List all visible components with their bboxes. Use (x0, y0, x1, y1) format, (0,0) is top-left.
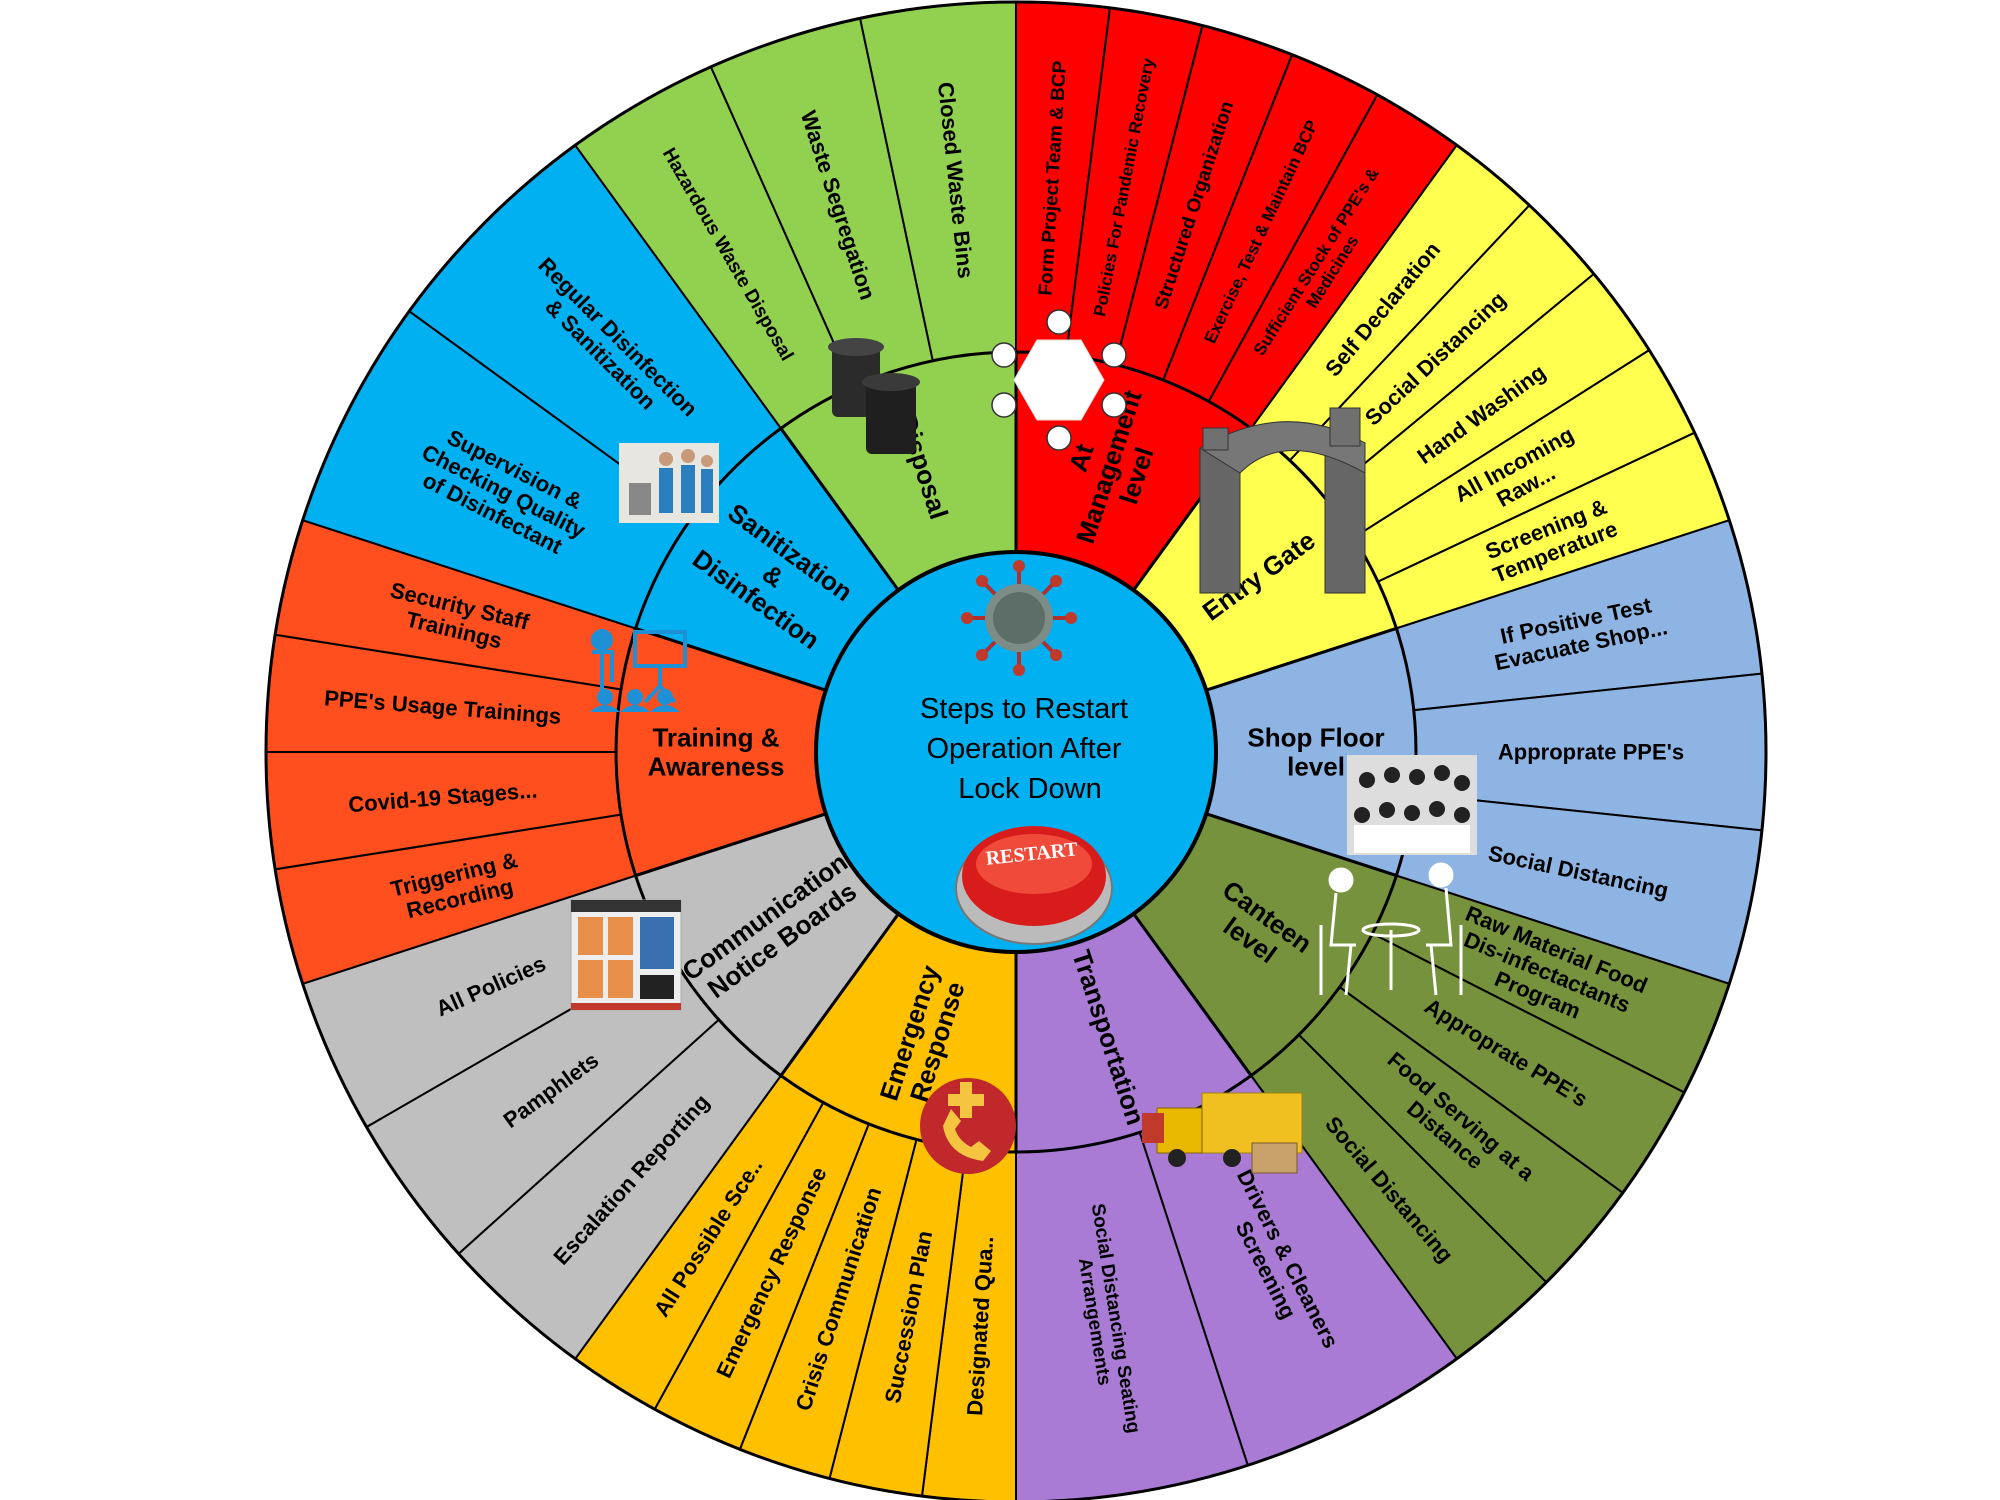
cleaners-icon (619, 443, 719, 523)
emergency-phone-icon[interactable] (920, 1078, 1016, 1174)
category-label-line: level (1287, 752, 1345, 782)
category-label: Training &Awareness (648, 723, 785, 782)
restart-button[interactable]: RESTART (955, 826, 1113, 945)
gate-icon (1199, 407, 1366, 594)
truck-icon (1142, 1092, 1303, 1174)
training-icon (590, 629, 687, 712)
trash-bins-icon (828, 338, 920, 454)
step-label-line: Approprate PPE's (1498, 740, 1684, 765)
cafe-table-icon (1319, 862, 1463, 996)
category-label-line: Awareness (648, 752, 785, 782)
category-label-line: Shop Floor (1247, 723, 1384, 753)
meeting-table-icon (991, 309, 1127, 451)
center-title: Steps to Restart Operation After Lock Do… (920, 693, 1136, 805)
center-circle (814, 550, 1218, 954)
title-line: Operation After (926, 733, 1121, 765)
notice-board-icon (570, 899, 682, 1011)
title-line: Steps to Restart (920, 693, 1128, 725)
category-label-line: Training & (652, 723, 779, 753)
workers-group-icon (1347, 755, 1477, 855)
step-label: Approprate PPE's (1498, 740, 1684, 765)
virus-icon (961, 560, 1077, 676)
outer-ring (264, 0, 1768, 1500)
title-line: Lock Down (958, 773, 1101, 805)
outer-border (264, 0, 1768, 1500)
